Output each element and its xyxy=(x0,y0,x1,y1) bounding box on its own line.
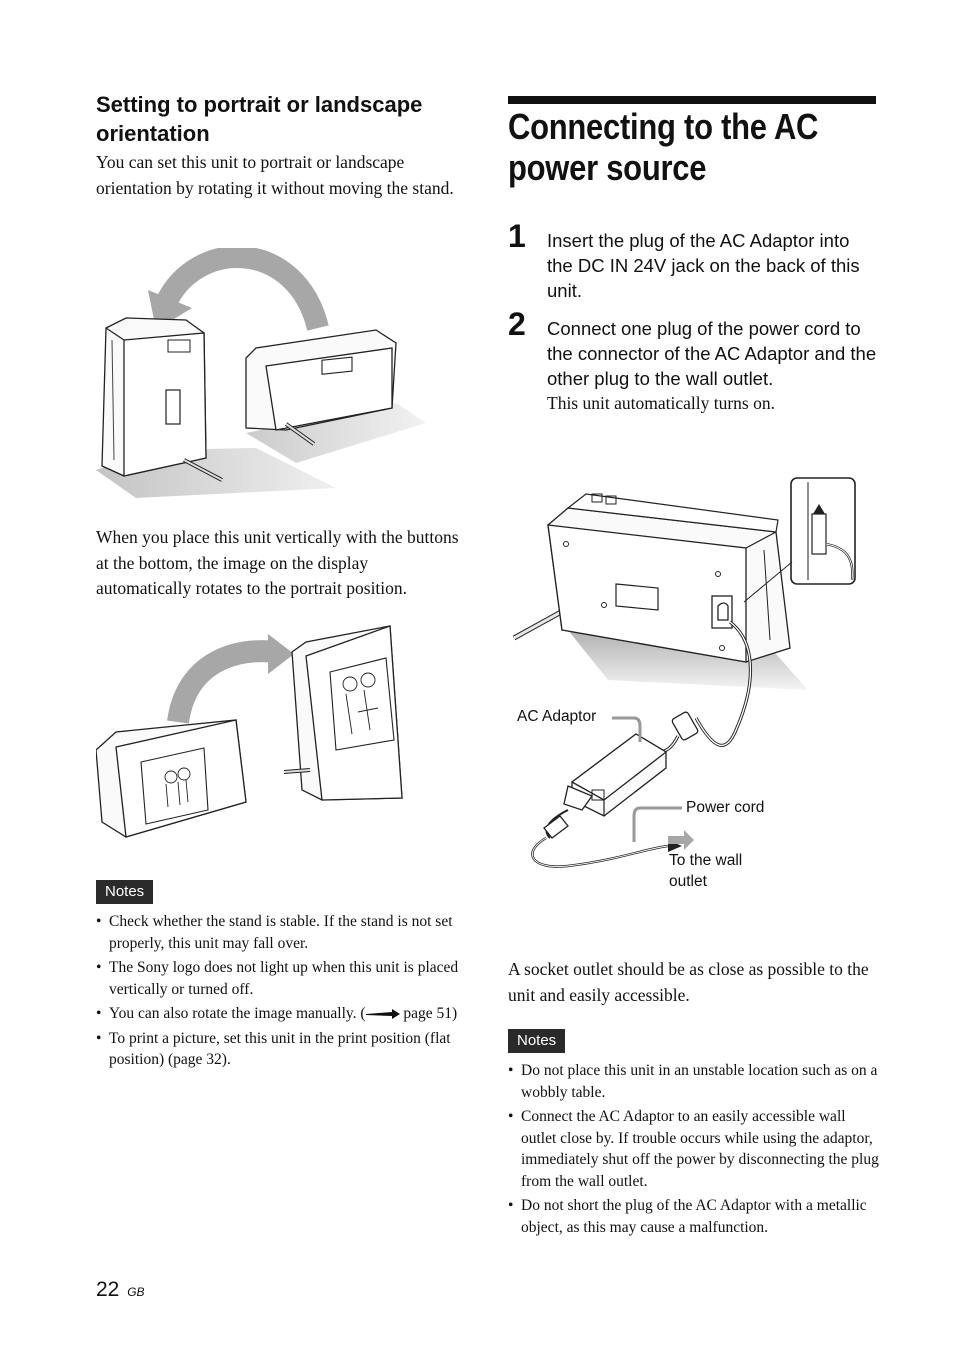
vertical-placement-text: When you place this unit vertically with… xyxy=(96,527,459,598)
page-title: Connecting to the AC power source xyxy=(508,106,819,188)
figure-rotate-back xyxy=(96,248,426,498)
note-item: Check whether the stand is stable. If th… xyxy=(96,911,466,954)
orientation-intro: You can set this unit to portrait or lan… xyxy=(96,152,454,198)
socket-outlet-text: A socket outlet should be as close as po… xyxy=(508,959,869,1005)
label-wall-outlet-line1: To the wall xyxy=(669,852,743,869)
note-item: Do not short the plug of the AC Adaptor … xyxy=(508,1195,880,1238)
note-item: The Sony logo does not light up when thi… xyxy=(96,957,466,1000)
step-2-result: This unit automatically turns on. xyxy=(547,393,775,413)
step-text-1: Insert the plug of the AC Adaptor into t… xyxy=(547,230,860,301)
region-code: GB xyxy=(127,1285,145,1299)
notes-list-left: Check whether the stand is stable. If th… xyxy=(96,911,466,1074)
page-reference-arrow-icon xyxy=(365,1009,400,1020)
figure-rotate-front xyxy=(96,625,403,838)
notes-label-left: Notes xyxy=(96,880,154,904)
page-number: 22 GB xyxy=(96,1278,145,1301)
label-ac-adaptor: AC Adaptor xyxy=(517,708,597,725)
notes-list-right: Do not place this unit in an unstable lo… xyxy=(508,1060,880,1241)
note-item: Connect the AC Adaptor to an easily acce… xyxy=(508,1106,880,1192)
label-wall-outlet-line2: outlet xyxy=(669,873,707,890)
figure-ac-connection xyxy=(512,477,856,868)
label-power-cord: Power cord xyxy=(686,799,765,816)
notes-label-right: Notes xyxy=(508,1029,566,1053)
step-number-1: 1 xyxy=(508,218,526,254)
note-item: Do not place this unit in an unstable lo… xyxy=(508,1060,880,1103)
note-item: You can also rotate the image manually. … xyxy=(96,1003,466,1025)
step-text-2: Connect one plug of the power cord to th… xyxy=(547,318,877,389)
title-rule xyxy=(508,96,876,104)
note-item: To print a picture, set this unit in the… xyxy=(96,1028,466,1071)
step-number-2: 2 xyxy=(508,306,526,342)
section-heading-orientation: Setting to portrait or landscape orienta… xyxy=(96,92,423,146)
